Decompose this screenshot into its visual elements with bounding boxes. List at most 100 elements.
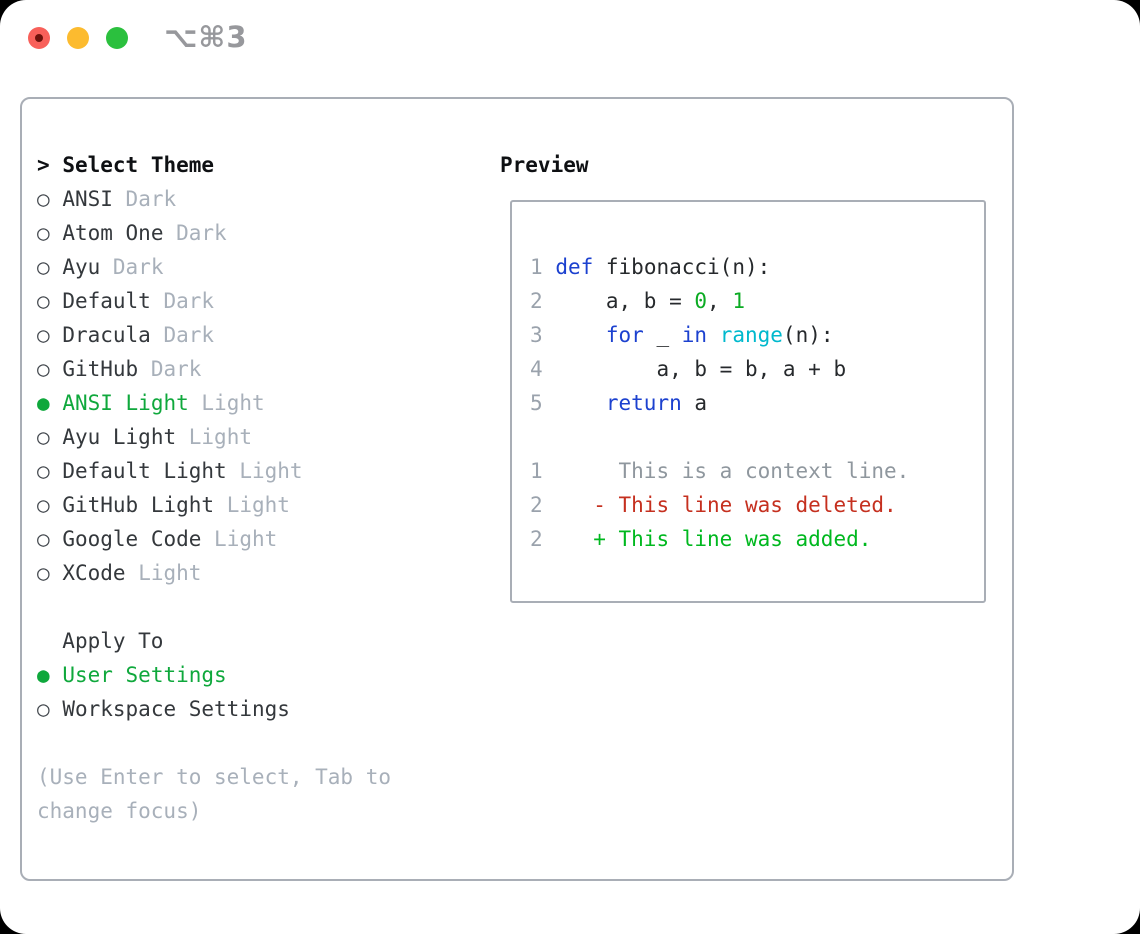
- apply-to-options: ● User Settings○ Workspace Settings: [37, 658, 391, 726]
- code-segment: 2: [530, 527, 543, 551]
- theme-variant-label: Dark: [112, 255, 164, 279]
- gap: [50, 459, 63, 483]
- gap: [50, 697, 63, 721]
- theme-name: GitHub: [62, 357, 139, 381]
- radio-icon: ○: [37, 527, 50, 551]
- theme-name: Default Light: [62, 459, 227, 483]
- code-segment: This is a context line.: [542, 459, 910, 483]
- code-segment: (n):: [782, 323, 834, 347]
- code-segment: a, b = b, a + b: [542, 357, 847, 381]
- code-segment: ,: [707, 289, 733, 313]
- theme-name: GitHub Light: [62, 493, 215, 517]
- code-segment: _: [643, 323, 682, 347]
- theme-option-xcode[interactable]: ○ XCode Light: [37, 556, 391, 590]
- radio-icon: ○: [37, 221, 50, 245]
- radio-icon: ○: [37, 561, 50, 585]
- gap: [50, 323, 63, 347]
- code-segment: [543, 323, 606, 347]
- code-segment: 1: [530, 459, 543, 483]
- theme-option-default[interactable]: ○ Default Dark: [37, 284, 391, 318]
- theme-selector: > Select Theme ○ ANSI Dark○ Atom One Dar…: [37, 148, 391, 828]
- theme-variant-label: Dark: [163, 289, 215, 313]
- gap: [151, 323, 164, 347]
- apply-option-label: Workspace Settings: [62, 697, 290, 721]
- gap: [214, 493, 227, 517]
- code-segment: return: [605, 391, 682, 415]
- minimize-button[interactable]: [67, 27, 89, 49]
- code-segment: 4: [530, 357, 543, 381]
- theme-list-header-label: [50, 153, 63, 177]
- theme-variant-label: Dark: [125, 187, 177, 211]
- gap: [151, 289, 164, 313]
- gap: [50, 221, 63, 245]
- theme-name: Ayu: [62, 255, 101, 279]
- titlebar: ⌥⌘3: [0, 0, 1140, 76]
- theme-variant-label: Dark: [163, 323, 215, 347]
- theme-name: ANSI Light: [62, 391, 189, 415]
- radio-icon: ○: [37, 459, 50, 483]
- theme-variant-label: Light: [239, 459, 303, 483]
- theme-option-ansi[interactable]: ○ ANSI Dark: [37, 182, 391, 216]
- radio-icon: ○: [37, 493, 50, 517]
- code-segment: range: [719, 323, 783, 347]
- gap: [176, 425, 189, 449]
- theme-option-github[interactable]: ○ GitHub Dark: [37, 352, 391, 386]
- gap: [50, 493, 63, 517]
- apply-option-user-settings[interactable]: ● User Settings: [37, 658, 391, 692]
- code-line: 5 return a: [530, 386, 909, 420]
- radio-icon: ○: [37, 255, 50, 279]
- theme-name: Google Code: [62, 527, 202, 551]
- apply-option-workspace-settings[interactable]: ○ Workspace Settings: [37, 692, 391, 726]
- gap: [189, 391, 202, 415]
- code-segment: 0: [694, 289, 708, 313]
- theme-option-google-code[interactable]: ○ Google Code Light: [37, 522, 391, 556]
- code-segment: 3: [530, 323, 543, 347]
- gap: [163, 221, 176, 245]
- code-line: 2 - This line was deleted.: [530, 488, 909, 522]
- code-segment: fibonacci(n):: [593, 255, 771, 279]
- theme-option-ayu[interactable]: ○ Ayu Dark: [37, 250, 391, 284]
- zoom-button[interactable]: [106, 27, 128, 49]
- code-line: 4 a, b = b, a + b: [530, 352, 909, 386]
- theme-option-ayu-light[interactable]: ○ Ayu Light Light: [37, 420, 391, 454]
- code-segment: [543, 391, 606, 415]
- theme-option-default-light[interactable]: ○ Default Light Light: [37, 454, 391, 488]
- theme-option-atom-one[interactable]: ○ Atom One Dark: [37, 216, 391, 250]
- focus-caret-icon: >: [37, 153, 50, 177]
- keyboard-shortcut-label: ⌥⌘3: [164, 20, 248, 54]
- apply-to-title: Apply To: [62, 629, 164, 653]
- code-line: 1 def fibonacci(n):: [530, 250, 909, 284]
- theme-variant-label: Dark: [150, 357, 202, 381]
- code-segment: 1: [732, 289, 745, 313]
- gap: [100, 255, 113, 279]
- gap: [50, 391, 63, 415]
- gap: [113, 187, 126, 211]
- gap: [50, 425, 63, 449]
- theme-option-dracula[interactable]: ○ Dracula Dark: [37, 318, 391, 352]
- code-segment: a: [681, 391, 708, 415]
- theme-list-title: Select Theme: [62, 153, 215, 177]
- help-text-line-2: change focus): [37, 799, 202, 823]
- help-text-line-1: (Use Enter to select, Tab to: [37, 765, 392, 789]
- code-segment: 5: [530, 391, 543, 415]
- theme-variant-label: Light: [138, 561, 202, 585]
- apply-to-header: Apply To: [37, 624, 391, 658]
- theme-option-ansi-light[interactable]: ● ANSI Light Light: [37, 386, 391, 420]
- code-segment: def: [555, 255, 594, 279]
- theme-option-github-light[interactable]: ○ GitHub Light Light: [37, 488, 391, 522]
- theme-list-header: > Select Theme: [37, 148, 391, 182]
- preview-header: Preview: [500, 153, 589, 177]
- gap: [50, 527, 63, 551]
- theme-variant-label: Light: [226, 493, 290, 517]
- close-button[interactable]: [28, 27, 50, 49]
- gap: [50, 357, 63, 381]
- code-segment: 2: [530, 493, 543, 517]
- radio-icon: ○: [37, 357, 50, 381]
- gap: [50, 289, 63, 313]
- spacer: [37, 590, 391, 624]
- radio-icon: ○: [37, 425, 50, 449]
- radio-icon: ○: [37, 289, 50, 313]
